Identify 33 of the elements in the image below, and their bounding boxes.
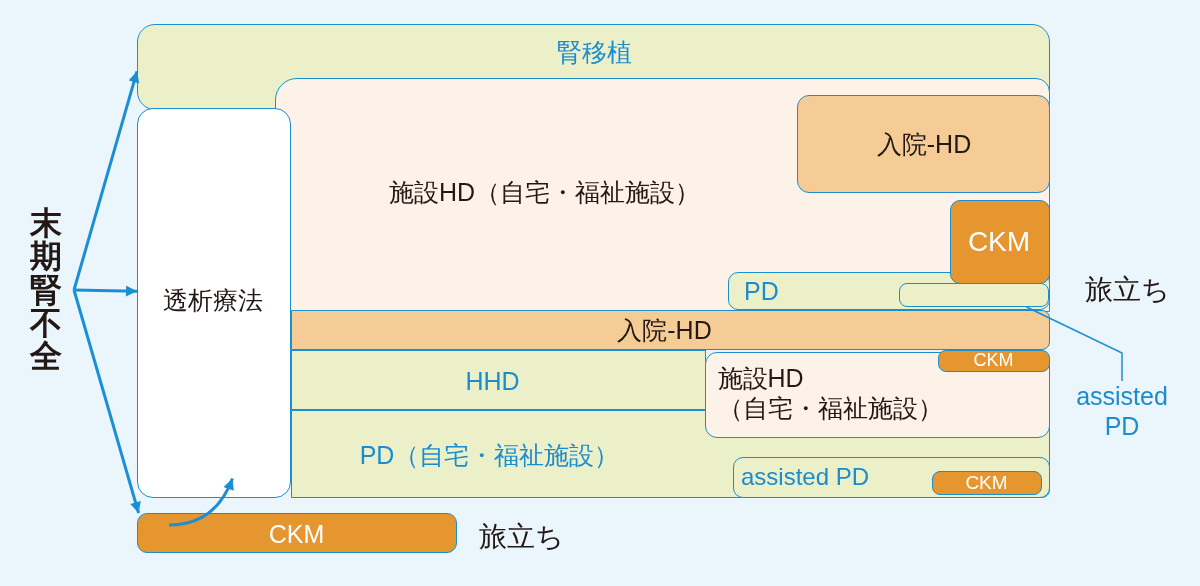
region-area [275,78,1050,312]
region-label: 施設HD （自宅・福祉施設） [717,362,943,423]
region-box [705,352,1050,438]
tag-bar [137,513,457,553]
region-label: PD（自宅・福祉施設） [359,439,620,470]
sub-region-box [899,283,1049,307]
arrow [72,70,140,291]
vertical-heading: 末期腎不全 [30,206,62,374]
callout-label: assisted PD [1076,381,1168,441]
region-box [796,94,1050,193]
region-label: HHD [465,365,520,396]
tag-box [932,471,1042,495]
outcome-label: 旅立ち [1084,273,1170,307]
panel-label: 透析療法 [162,284,263,315]
region-box [732,456,1050,498]
tag-label: CKM [973,349,1014,372]
outcome-label: 旅立ち [478,520,564,554]
arrow [72,289,141,514]
tag-label: CKM [965,471,1008,494]
region-label: 入院-HD [617,314,712,345]
arrow [73,285,138,297]
region-label: assisted PD [741,462,870,492]
arrow [168,477,234,527]
region-label: 施設HD（自宅・福祉施設） [388,176,701,207]
region-band [291,310,1050,350]
tag-label: CKM [967,225,1031,259]
region-band [291,350,706,410]
region-label: 入院-HD [876,129,972,159]
region-label: PD [744,276,779,306]
therapy-panel [137,108,291,498]
tag-box [949,199,1050,284]
region-label: 腎移植 [557,36,632,67]
tag-label: CKM [268,518,325,549]
